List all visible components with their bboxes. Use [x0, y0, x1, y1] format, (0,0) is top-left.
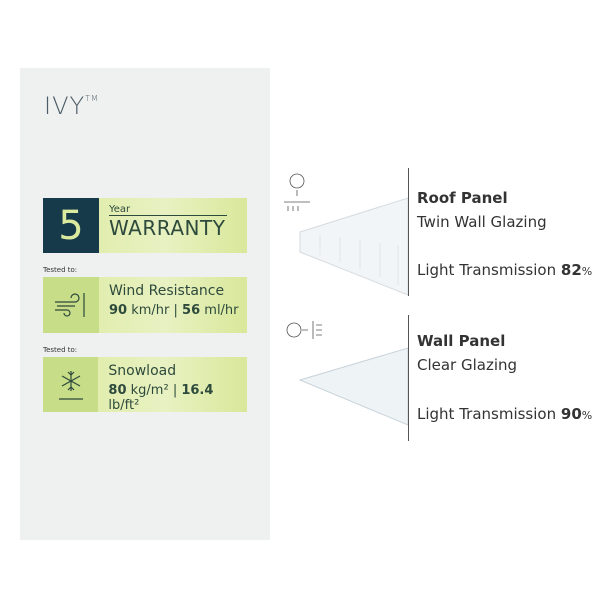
tested-label: Tested to:	[43, 346, 78, 354]
snowload-card: Snowload 80 kg/m² | 16.4 lb/ft²	[43, 357, 247, 413]
warranty-label: WARRANTY	[109, 216, 226, 240]
brand-logo: IVYTM	[44, 92, 99, 120]
sun-side-icon	[286, 321, 322, 339]
wall-light-transmission: Light Transmission 90%	[417, 405, 593, 423]
roof-subtitle: Twin Wall Glazing	[417, 213, 547, 231]
wind-title: Wind Resistance	[109, 283, 225, 299]
snowflake-icon	[43, 357, 99, 412]
roof-light-transmission: Light Transmission 82%	[417, 261, 593, 279]
wind-resistance-card: Wind Resistance 90 km/hr | 56 ml/hr	[43, 277, 247, 333]
tested-label: Tested to:	[43, 266, 78, 274]
warranty-badge: 5 Year WARRANTY	[43, 198, 247, 253]
wall-subtitle: Clear Glazing	[417, 356, 518, 374]
roof-title: Roof Panel	[417, 189, 508, 207]
divider	[408, 315, 409, 441]
year-label: Year	[109, 204, 227, 216]
snow-title: Snowload	[108, 363, 177, 379]
panel-illustrations	[284, 173, 409, 426]
warranty-years: 5	[43, 198, 99, 253]
sun-down-icon	[284, 173, 310, 211]
divider	[408, 168, 409, 296]
wind-icon	[43, 277, 99, 333]
wall-title: Wall Panel	[417, 332, 506, 350]
